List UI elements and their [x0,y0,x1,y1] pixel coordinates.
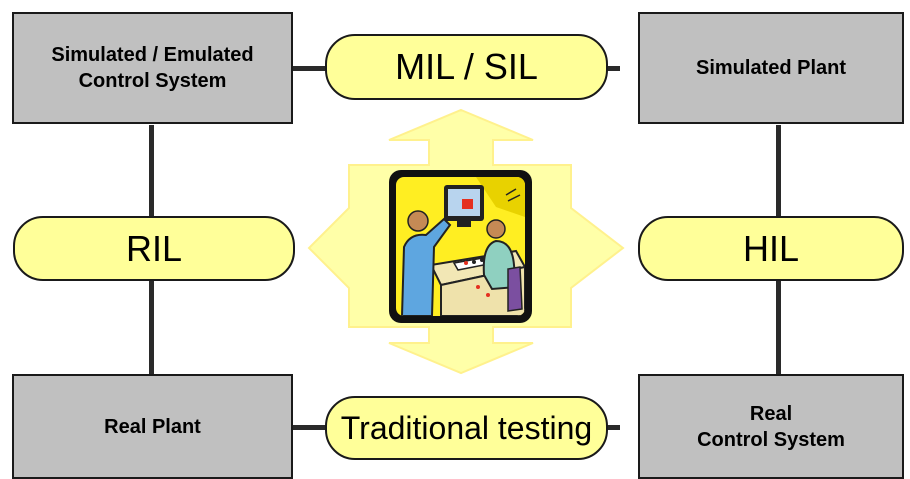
simulated-control-system-box: Simulated / Emulated Control System [12,12,293,124]
hil-pill: HIL [638,216,904,281]
real-control-system-box: Real Control System [638,374,904,479]
mil-sil-pill: MIL / SIL [325,34,608,100]
simulated-plant-box: Simulated Plant [638,12,904,124]
traditional-testing-pill: Traditional testing [325,396,608,460]
real-plant-box: Real Plant [12,374,293,479]
ril-pill: RIL [13,216,295,281]
people-at-computer-illustration [389,170,532,323]
